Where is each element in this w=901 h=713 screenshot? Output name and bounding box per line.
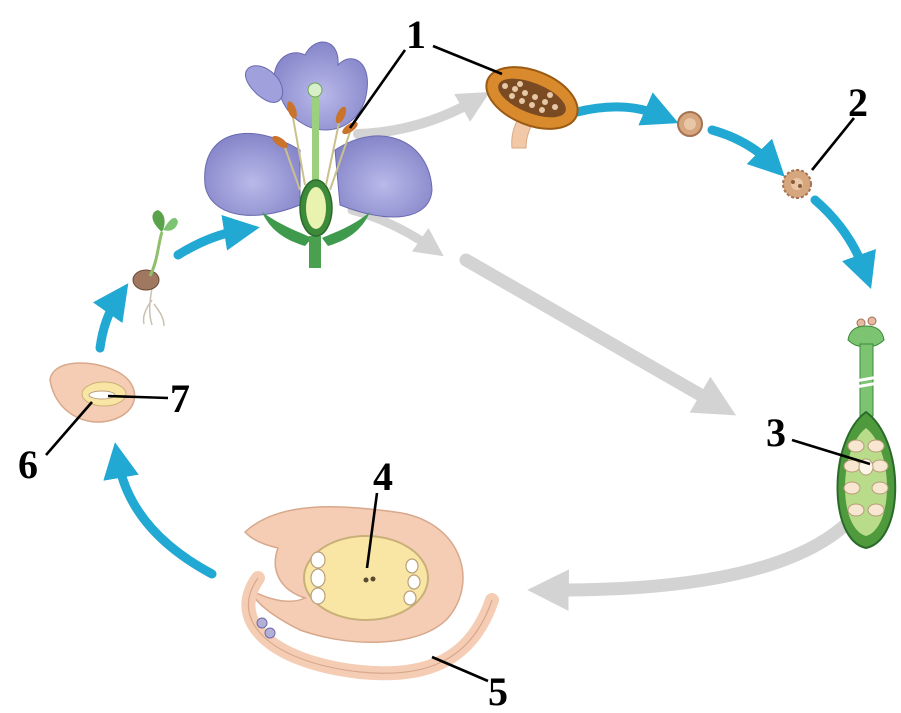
stigma (308, 83, 322, 97)
flower-ovary-interior (306, 187, 326, 229)
seedling-seed (133, 270, 159, 290)
stigma (848, 326, 884, 346)
seedling-roots (143, 288, 164, 326)
label-3: 3 (766, 410, 786, 455)
petal (335, 136, 432, 217)
label-6: 6 (18, 442, 38, 487)
polar-nuclei (364, 578, 369, 583)
style (312, 92, 319, 184)
label-2: 2 (848, 80, 868, 125)
leader-1-anther (433, 46, 502, 74)
polar-nuclei (371, 577, 376, 582)
arrow-seedling-to-flower (178, 230, 242, 255)
seed-illustration (50, 363, 135, 422)
arrow-seed-to-seedling (100, 298, 118, 348)
arrow-stamen-to-anther (358, 100, 476, 134)
arrow-ovary-to-ovule (548, 512, 858, 590)
leader-2 (812, 118, 854, 170)
seedling-stem (150, 232, 162, 276)
pollen-grain-germinating (783, 170, 811, 198)
seedling-leaf (163, 218, 178, 231)
arrow-anther-to-pollen (577, 107, 662, 116)
arrow-ovule-to-seed (118, 460, 212, 574)
arrow-flower-to-ovary-b (466, 260, 718, 405)
arrow-pollen-to-pollen-grain (712, 130, 772, 164)
seedling-leaf (152, 210, 164, 232)
pistil-illustration (838, 317, 896, 548)
label-4: 4 (373, 454, 393, 499)
label-7: 7 (170, 376, 190, 421)
label-1: 1 (406, 12, 426, 57)
seedling-illustration (133, 210, 178, 326)
anther-cross-section (477, 55, 586, 148)
label-5: 5 (488, 669, 508, 713)
pollen-on-stigma (868, 317, 876, 325)
pollen-grain-small (678, 112, 702, 136)
sperm-cell (265, 628, 275, 638)
sperm-cell (257, 618, 267, 628)
arrow-pollen-grain-to-pistil (815, 200, 865, 272)
ovule-illustration (245, 507, 492, 674)
flower-stem (309, 236, 321, 268)
